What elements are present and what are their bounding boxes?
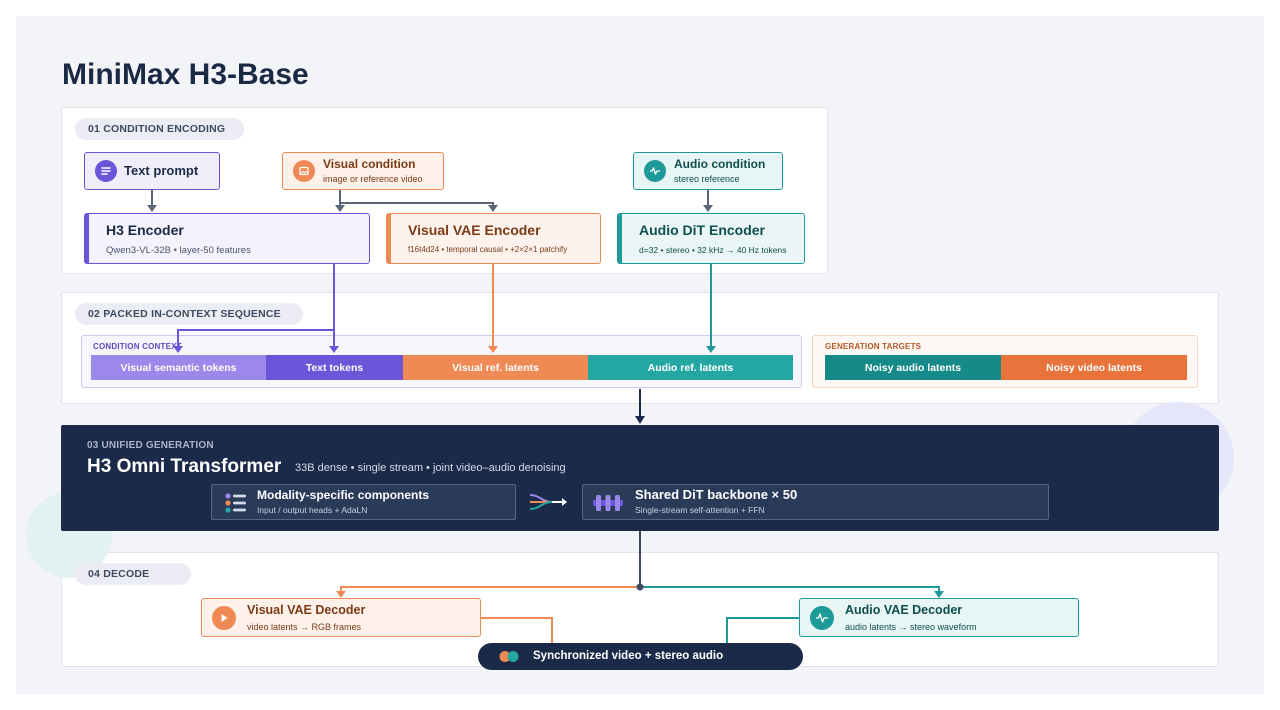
backbone-title: Shared DiT backbone × 50 bbox=[635, 487, 798, 502]
backbone-sub: Single-stream self-attention + FFN bbox=[635, 505, 765, 515]
generation-targets-label: GENERATION TARGETS bbox=[825, 342, 922, 351]
audio-condition-node: Audio condition stereo reference bbox=[633, 152, 783, 190]
waveform-icon bbox=[644, 160, 666, 182]
section-label-1: 01 CONDITION ENCODING bbox=[75, 118, 244, 140]
visual-vae-encoder-title: Visual VAE Encoder bbox=[408, 222, 541, 238]
section-label-3: 03 UNIFIED GENERATION bbox=[87, 440, 214, 451]
condition-context-label: CONDITION CONTEXT bbox=[93, 342, 182, 351]
waveform-icon bbox=[810, 606, 834, 630]
modality-sub: Input / output heads + AdaLN bbox=[257, 505, 368, 515]
audio-dit-encoder-node: Audio DiT Encoder d=32 • stereo • 32 kHz… bbox=[617, 213, 805, 264]
section-label-4: 04 DECODE bbox=[75, 563, 191, 585]
audio-ref-latents: Audio ref. latents bbox=[588, 355, 793, 380]
text-tokens: Text tokens bbox=[266, 355, 403, 380]
audio-decoder-sub: audio latents → stereo waveform bbox=[845, 622, 977, 632]
h3-encoder-sub: Qwen3-VL-32B • layer-50 features bbox=[106, 245, 251, 256]
output-label: Synchronized video + stereo audio bbox=[533, 650, 724, 662]
audio-decoder-title: Audio VAE Decoder bbox=[845, 603, 963, 617]
layers-icon bbox=[593, 493, 623, 513]
merge-arrows-icon bbox=[528, 490, 570, 514]
noisy-video-latents: Noisy video latents bbox=[1001, 355, 1187, 380]
visual-vae-decoder-node: Visual VAE Decoder video latents → RGB f… bbox=[201, 598, 481, 637]
lines-icon bbox=[95, 160, 117, 182]
visual-vae-encoder-sub: f16t4d24 • temporal causal • +2×2×1 patc… bbox=[408, 245, 568, 254]
output-pill: Synchronized video + stereo audio bbox=[478, 643, 803, 670]
text-prompt-label: Text prompt bbox=[124, 163, 199, 178]
list-icon bbox=[224, 492, 248, 514]
visual-ref-latents: Visual ref. latents bbox=[403, 355, 588, 380]
output-dots-icon bbox=[498, 650, 522, 663]
section-label-2: 02 PACKED IN-CONTEXT SEQUENCE bbox=[75, 303, 303, 325]
visual-condition-node: Visual condition image or reference vide… bbox=[282, 152, 444, 190]
visual-decoder-sub: video latents → RGB frames bbox=[247, 622, 362, 632]
audio-vae-decoder-node: Audio VAE Decoder audio latents → stereo… bbox=[799, 598, 1079, 637]
audio-dit-encoder-title: Audio DiT Encoder bbox=[639, 222, 765, 238]
transformer-title: H3 Omni Transformer bbox=[87, 456, 282, 477]
page-title: MiniMax H3-Base bbox=[62, 58, 309, 91]
visual-condition-sub: image or reference video bbox=[323, 174, 423, 184]
h3-encoder-title: H3 Encoder bbox=[106, 222, 184, 238]
modality-components-box: Modality-specific components Input / out… bbox=[211, 484, 516, 520]
audio-condition-sub: stereo reference bbox=[674, 174, 740, 184]
modality-title: Modality-specific components bbox=[257, 488, 430, 502]
audio-condition-title: Audio condition bbox=[674, 157, 766, 171]
dit-backbone-box: Shared DiT backbone × 50 Single-stream s… bbox=[582, 484, 1049, 520]
visual-condition-title: Visual condition bbox=[323, 157, 416, 171]
text-prompt-node: Text prompt bbox=[84, 152, 220, 190]
image-icon bbox=[293, 160, 315, 182]
play-icon bbox=[212, 606, 236, 630]
visual-semantic-tokens: Visual semantic tokens bbox=[91, 355, 266, 380]
visual-vae-encoder-node: Visual VAE Encoder f16t4d24 • temporal c… bbox=[386, 213, 601, 264]
visual-decoder-title: Visual VAE Decoder bbox=[247, 603, 366, 617]
transformer-sub: 33B dense • single stream • joint video–… bbox=[295, 462, 566, 474]
noisy-audio-latents: Noisy audio latents bbox=[825, 355, 1001, 380]
h3-encoder-node: H3 Encoder Qwen3-VL-32B • layer-50 featu… bbox=[84, 213, 370, 264]
audio-dit-encoder-sub: d=32 • stereo • 32 kHz → 40 Hz tokens bbox=[639, 245, 787, 255]
